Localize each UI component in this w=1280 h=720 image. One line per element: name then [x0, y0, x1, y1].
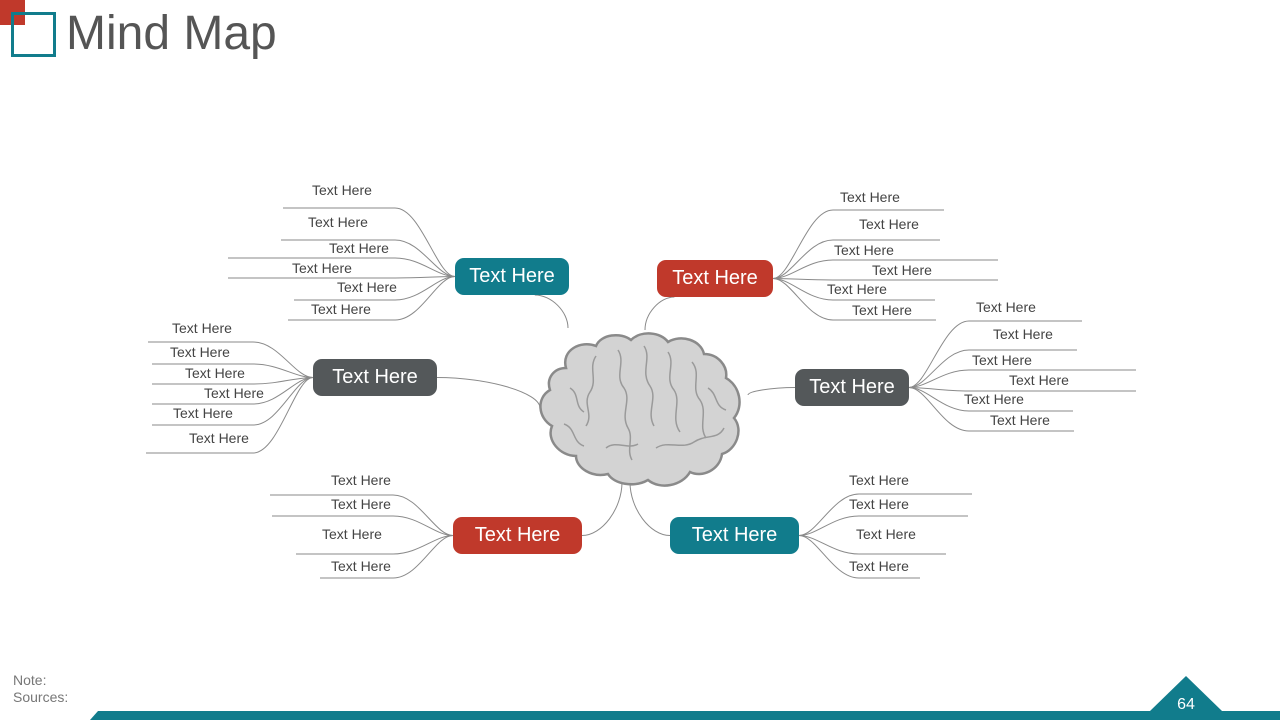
branch-node-6: Text Here [670, 517, 799, 554]
leaf-connector [152, 377, 314, 405]
leaf-text: Text Here [849, 472, 909, 488]
leaf-text: Text Here [849, 558, 909, 574]
leaf-connector [908, 349, 1077, 388]
leaf-connector [294, 276, 456, 301]
leaf-connector [772, 278, 935, 301]
leaf-connector [152, 363, 314, 378]
leaf-text: Text Here [859, 216, 919, 232]
leaf-connector [798, 493, 972, 536]
logo-outline-square [11, 12, 56, 57]
connector-main-4 [747, 387, 796, 396]
leaf-connector [152, 377, 314, 426]
leaf-text: Text Here [337, 279, 397, 295]
leaf-text: Text Here [322, 526, 382, 542]
leaf-connector [772, 259, 998, 279]
leaf-connector [908, 387, 1073, 412]
branch-node-5: Text Here [453, 517, 582, 554]
leaf-connector [908, 320, 1082, 388]
leaf-text: Text Here [329, 240, 389, 256]
branch-node-4: Text Here [795, 369, 909, 406]
leaf-text: Text Here [972, 352, 1032, 368]
connector-main-2 [644, 296, 675, 331]
leaf-connector [148, 341, 314, 378]
branch-node-3: Text Here [313, 359, 437, 396]
leaf-text: Text Here [185, 365, 245, 381]
leaf-connector [283, 207, 456, 277]
note-label: Note: [13, 672, 47, 688]
leaf-text: Text Here [170, 344, 230, 360]
leaf-connector [798, 535, 920, 579]
leaf-text: Text Here [993, 326, 1053, 342]
leaf-text: Text Here [189, 430, 249, 446]
leaf-text: Text Here [173, 405, 233, 421]
leaf-text: Text Here [308, 214, 368, 230]
leaf-text: Text Here [827, 281, 887, 297]
leaf-text: Text Here [331, 496, 391, 512]
leaf-connector [908, 369, 1136, 388]
leaf-connector [772, 278, 998, 281]
leaf-text: Text Here [849, 496, 909, 512]
connector-main-1 [534, 294, 569, 329]
leaf-connector [798, 515, 968, 536]
leaf-connector [772, 278, 936, 321]
leaf-text: Text Here [1009, 372, 1069, 388]
leaf-connector [772, 209, 944, 279]
connector-main-6 [629, 481, 671, 536]
leaf-text: Text Here [292, 260, 352, 276]
leaf-connector [798, 535, 946, 555]
page-title: Mind Map [66, 7, 277, 60]
leaf-text: Text Here [172, 320, 232, 336]
leaf-connector [320, 535, 454, 579]
leaf-connector [152, 377, 314, 385]
branch-node-1: Text Here [455, 258, 569, 295]
page-number: 64 [1177, 696, 1195, 713]
leaf-connector [272, 515, 454, 536]
leaf-connector [296, 535, 454, 555]
leaf-connector [228, 257, 456, 277]
leaf-text: Text Here [856, 526, 916, 542]
branch-node-2: Text Here [657, 260, 773, 297]
leaf-connector [270, 494, 454, 536]
leaf-text: Text Here [840, 189, 900, 205]
leaf-text: Text Here [976, 299, 1036, 315]
leaf-text: Text Here [331, 558, 391, 574]
leaf-text: Text Here [204, 385, 264, 401]
connector-main-5 [581, 481, 623, 536]
leaf-connector [228, 276, 456, 279]
leaf-text: Text Here [331, 472, 391, 488]
brain-icon [539, 332, 741, 487]
leaf-text: Text Here [311, 301, 371, 317]
leaf-connector [772, 239, 940, 279]
leaf-connector [288, 276, 456, 321]
leaf-text: Text Here [990, 412, 1050, 428]
leaf-text: Text Here [834, 242, 894, 258]
leaf-text: Text Here [872, 262, 932, 278]
leaf-text: Text Here [852, 302, 912, 318]
sources-label: Sources: [13, 689, 69, 705]
leaf-connector [281, 239, 456, 277]
connector-main-3 [436, 377, 541, 409]
leaf-text: Text Here [312, 182, 372, 198]
leaf-connector [908, 387, 1136, 392]
leaf-connector [908, 387, 1074, 432]
leaf-text: Text Here [964, 391, 1024, 407]
leaf-connector [146, 377, 314, 454]
